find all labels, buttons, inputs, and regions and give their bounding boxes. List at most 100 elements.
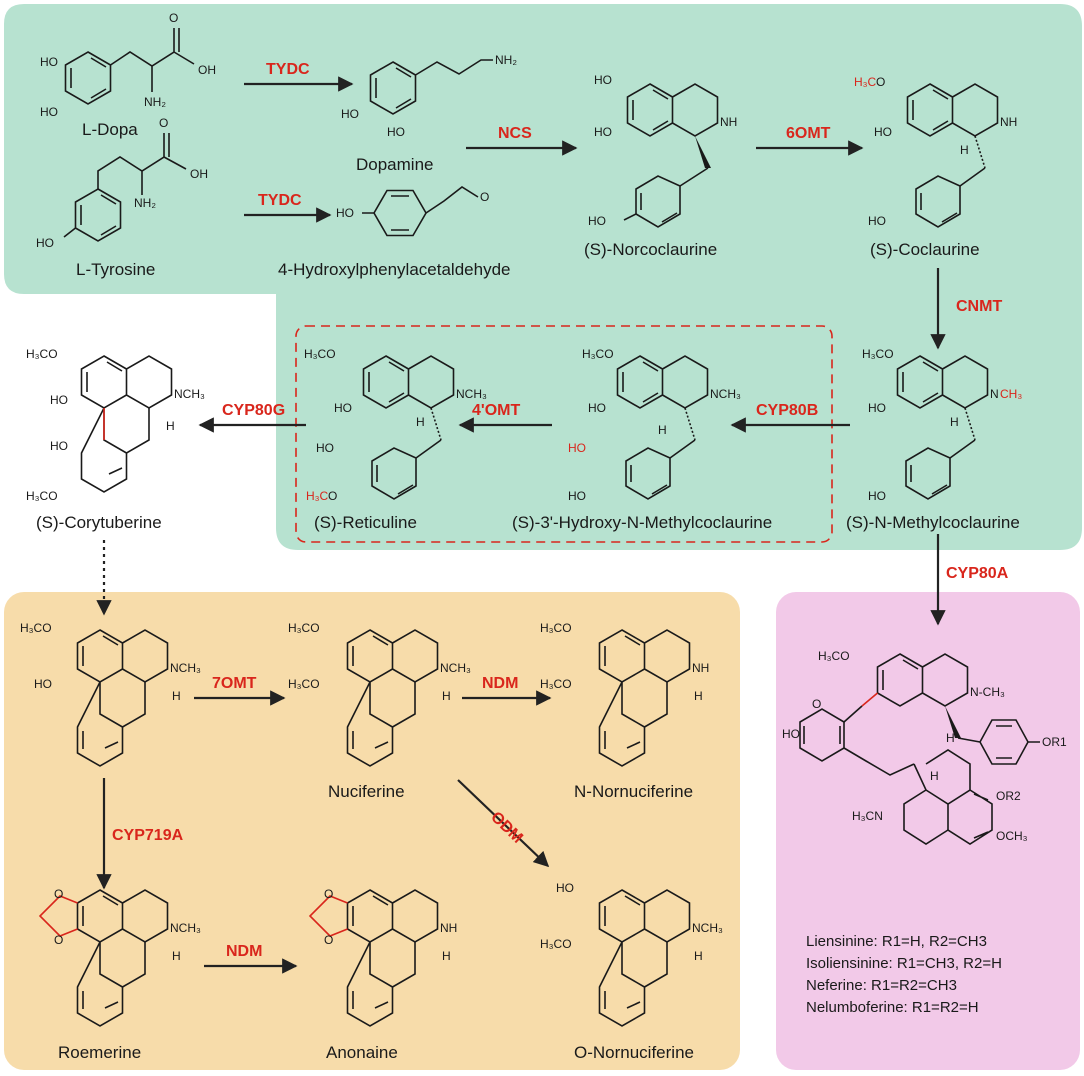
svg-text:H: H [658,423,667,437]
svg-text:H₃C: H₃C [306,489,329,503]
svg-text:H: H [946,731,955,745]
svg-text:HO: HO [594,73,612,87]
svg-text:OH: OH [190,167,208,181]
svg-text:H₃CO: H₃CO [26,347,58,361]
enzyme-cyp80g: CYP80G [222,402,285,419]
nuciferine-structure: H₃CO H₃CO NCH₃ H [288,621,471,767]
svg-text:H₃CO: H₃CO [26,489,58,503]
svg-text:CH₃: CH₃ [1000,387,1022,401]
corytuberine-structure: H₃CO HO NCH₃ H HO H₃CO [26,347,205,503]
enzyme-7omt: 7OMT [212,675,257,692]
svg-text:HO: HO [40,55,58,69]
norcoclaurine-structure: HO HO NH HO [588,73,737,228]
arrow-odm [457,779,550,868]
enzyme-tydc-2: TYDC [258,192,302,209]
l-tyrosine-structure: HO O OH NH₂ [36,116,208,250]
hydroxy-n-methylcoclaurine-label: (S)-3'-Hydroxy-N-Methylcoclaurine [512,513,772,532]
svg-text:O: O [159,116,168,130]
enzyme-cyp80a: CYP80A [946,565,1009,582]
svg-text:NH: NH [1000,115,1017,129]
o-nornuciferine-label: O-Nornuciferine [574,1043,694,1062]
svg-text:H: H [166,419,175,433]
dashed-highlight-box [295,325,833,543]
enzyme-ncs: NCS [498,125,532,142]
n-nornuciferine-label: N-Nornuciferine [574,782,693,801]
enzyme-6omt: 6OMT [786,125,831,142]
svg-text:OH: OH [198,63,216,77]
legend-line-4: Nelumboferine: R1=R2=H [806,999,979,1016]
legend-line-3: Neferine: R1=R2=CH3 [806,977,957,994]
corytuberine-label: (S)-Corytuberine [36,513,162,532]
svg-text:NH: NH [440,921,457,935]
svg-text:H₃CO: H₃CO [862,347,894,361]
hydroxyphenylacetaldehyde-structure: HO O [336,186,489,237]
svg-text:OR1: OR1 [1042,735,1067,749]
enzyme-4omt: 4'OMT [472,402,520,419]
svg-text:NCH₃: NCH₃ [456,387,487,401]
anonaine-label: Anonaine [326,1043,398,1062]
enzyme-cyp80b: CYP80B [756,402,818,419]
enzyme-cyp719a: CYP719A [112,827,184,844]
svg-text:HO: HO [34,677,52,691]
svg-text:HO: HO [868,401,886,415]
svg-text:HO: HO [341,107,359,121]
svg-text:HO: HO [50,439,68,453]
svg-text:NCH₃: NCH₃ [174,387,205,401]
svg-text:HO: HO [874,125,892,139]
svg-text:H: H [172,689,181,703]
svg-text:HO: HO [594,125,612,139]
svg-text:H₃CO: H₃CO [818,649,850,663]
hydroxy-n-methylcoclaurine-structure: H₃CO HO NCH₃ H HO HO [568,347,741,503]
svg-text:H₃CO: H₃CO [540,937,572,951]
svg-text:HO: HO [40,105,58,119]
svg-text:H₃CO: H₃CO [304,347,336,361]
nuciferine-label: Nuciferine [328,782,405,801]
svg-text:O: O [328,489,337,503]
orange-region [4,592,740,1070]
svg-text:HO: HO [568,441,586,455]
svg-text:HO: HO [50,393,68,407]
svg-text:OCH₃: OCH₃ [996,829,1028,843]
svg-text:H₃CO: H₃CO [288,677,320,691]
reticuline-structure: H₃CO HO NCH₃ H HO H₃C O [304,347,487,503]
svg-text:HO: HO [334,401,352,415]
svg-text:NH₂: NH₂ [144,95,166,109]
n-methylcoclaurine-structure: H₃CO HO N CH₃ H HO [862,347,1022,503]
svg-text:HO: HO [36,236,54,250]
svg-text:N: N [990,387,999,401]
roemerine-structure: O O NCH₃ H [38,887,201,1027]
l-dopa-structure: HO HO O OH NH₂ [40,11,216,119]
svg-text:N-CH₃: N-CH₃ [970,685,1005,699]
svg-text:H: H [950,415,959,429]
svg-text:H: H [960,143,969,157]
svg-text:O: O [812,697,821,711]
svg-text:H: H [442,689,451,703]
green-region [4,4,1082,550]
svg-text:H: H [416,415,425,429]
svg-text:H₃C: H₃C [854,75,877,89]
svg-text:H₃CO: H₃CO [288,621,320,635]
svg-text:O: O [324,887,333,901]
svg-text:HO: HO [588,214,606,228]
svg-text:H: H [172,949,181,963]
n-methylcoclaurine-label: (S)-N-Methylcoclaurine [846,513,1020,532]
svg-text:HO: HO [782,727,800,741]
pink-region [776,592,1080,1070]
svg-text:HO: HO [316,441,334,455]
bisbenzylisoquinoline-structure: H₃CO O HO N-CH₃ H OR1 H H₃CN OR2 OCH₃ [782,649,1067,845]
svg-text:O: O [324,933,333,947]
enzyme-tydc-1: TYDC [266,61,310,78]
svg-text:NCH₃: NCH₃ [692,921,723,935]
aporphine-intermediate-structure: H₃CO HO NCH₃ H [20,621,201,767]
enzyme-ndm-2: NDM [226,943,262,960]
svg-text:NCH₃: NCH₃ [440,661,471,675]
svg-text:H₃CO: H₃CO [540,677,572,691]
svg-text:HO: HO [868,489,886,503]
svg-text:NCH₃: NCH₃ [170,921,201,935]
svg-text:H₃CO: H₃CO [582,347,614,361]
anonaine-structure: O O NH H [308,887,457,1027]
dopamine-label: Dopamine [356,155,434,174]
svg-text:H₃CO: H₃CO [20,621,52,635]
svg-text:NCH₃: NCH₃ [170,661,201,675]
